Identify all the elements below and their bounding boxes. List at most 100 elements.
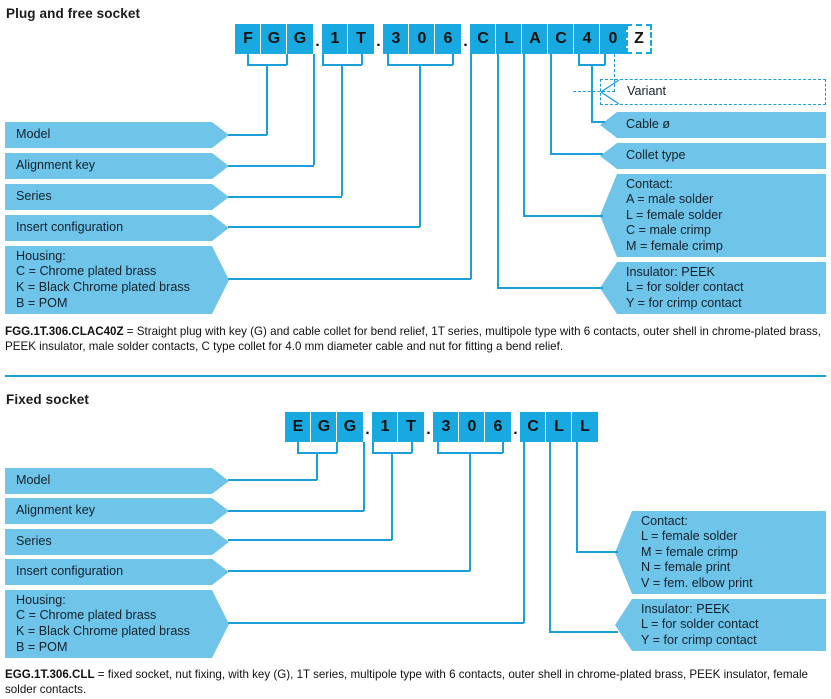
- code-separator: .: [511, 412, 520, 442]
- label-alignment-key: Alignment key: [5, 498, 229, 524]
- connector: [469, 452, 471, 571]
- code-group-suffix: C L A C 4 0: [470, 24, 626, 54]
- label-text: Series: [16, 534, 52, 549]
- code-char: 1: [372, 412, 398, 442]
- connector: [228, 278, 471, 280]
- code-char: T: [398, 412, 424, 442]
- code-group-suffix: C L L: [520, 412, 598, 442]
- connector: [502, 442, 504, 453]
- code-char: G: [261, 24, 287, 54]
- code-char: 0: [600, 24, 626, 54]
- label-text: Contact: A = male solder L = female sold…: [626, 176, 723, 253]
- label-text: Model: [16, 473, 51, 488]
- label-text: Insert configuration: [16, 220, 124, 235]
- label-variant: Variant: [600, 79, 826, 105]
- code-group-model: E G G: [285, 412, 363, 442]
- label-cable-diameter: Cable ø: [600, 112, 826, 138]
- notch-icon: [601, 80, 619, 104]
- connector: [316, 452, 318, 480]
- section-divider: [5, 375, 826, 377]
- connector: [228, 622, 524, 624]
- code-char: F: [235, 24, 261, 54]
- caption-code: EGG.1T.306.CLL: [5, 668, 95, 681]
- label-text: Insulator: PEEK L = for solder contact Y…: [641, 601, 759, 647]
- label-text: Cable ø: [626, 117, 671, 132]
- code-group-model: F G G: [235, 24, 313, 54]
- connector: [523, 215, 603, 217]
- connector: [437, 442, 439, 453]
- label-text: Alignment key: [16, 503, 96, 518]
- code-separator: .: [424, 412, 433, 442]
- label-model: Model: [5, 122, 229, 148]
- caption-text: = fixed socket, nut fixing, with key (G)…: [5, 668, 809, 696]
- connector: [411, 442, 413, 453]
- connector: [452, 54, 454, 65]
- label-text: Insert configuration: [16, 564, 124, 579]
- caption-fixed-socket: EGG.1T.306.CLL = fixed socket, nut fixin…: [5, 668, 830, 697]
- connector: [228, 196, 342, 198]
- code-char: 0: [459, 412, 485, 442]
- connector: [228, 165, 314, 167]
- connector: [391, 452, 393, 540]
- connector: [363, 442, 365, 511]
- label-contact: Contact: L = female solder M = female cr…: [615, 511, 826, 594]
- connector: [591, 64, 593, 122]
- connector-dashed: [614, 54, 615, 92]
- connector: [228, 134, 267, 136]
- code-separator: .: [461, 24, 470, 54]
- code-char-variant: Z: [626, 24, 652, 54]
- label-insert-configuration: Insert configuration: [5, 215, 229, 241]
- connector-dashed: [573, 91, 615, 92]
- code-char: C: [520, 412, 546, 442]
- label-collet-type: Collet type: [600, 143, 826, 169]
- label-alignment-key: Alignment key: [5, 153, 229, 179]
- label-housing: Housing: C = Chrome plated brass K = Bla…: [5, 246, 229, 314]
- connector: [313, 54, 315, 165]
- connector: [604, 54, 606, 65]
- part-code-fixed-socket: E G G . 1 T . 3 0 6 . C L L: [285, 412, 598, 442]
- code-char: E: [285, 412, 311, 442]
- code-separator: .: [313, 24, 322, 54]
- label-model: Model: [5, 468, 229, 494]
- label-housing: Housing: C = Chrome plated brass K = Bla…: [5, 590, 229, 658]
- connector: [550, 153, 603, 155]
- connector: [497, 54, 499, 288]
- code-char: 3: [433, 412, 459, 442]
- code-separator: .: [374, 24, 383, 54]
- code-char: L: [496, 24, 522, 54]
- code-char: 6: [435, 24, 461, 54]
- connector: [266, 64, 268, 135]
- connector: [387, 54, 389, 65]
- code-group-insert: 3 0 6: [433, 412, 511, 442]
- connector: [470, 54, 472, 279]
- label-text: Variant: [627, 84, 666, 99]
- part-code-plug: F G G . 1 T . 3 0 6 . C L A C 4 0 Z: [235, 24, 652, 54]
- label-insulator: Insulator: PEEK L = for solder contact Y…: [615, 599, 826, 651]
- connector: [228, 510, 364, 512]
- label-text: Series: [16, 189, 52, 204]
- connector: [576, 442, 578, 552]
- connector: [372, 442, 374, 453]
- code-group-series: 1 T: [372, 412, 424, 442]
- code-group-series: 1 T: [322, 24, 374, 54]
- connector: [591, 121, 605, 123]
- caption-plug: FGG.1T.306.CLAC40Z = Straight plug with …: [5, 325, 830, 354]
- connector: [228, 539, 392, 541]
- connector: [497, 287, 603, 289]
- connector: [247, 54, 249, 65]
- code-char: 4: [574, 24, 600, 54]
- code-group-insert: 3 0 6: [383, 24, 461, 54]
- connector: [297, 442, 299, 453]
- connector: [550, 54, 552, 154]
- code-char: L: [546, 412, 572, 442]
- label-text: Housing: C = Chrome plated brass K = Bla…: [16, 248, 190, 310]
- label-text: Housing: C = Chrome plated brass K = Bla…: [16, 592, 190, 654]
- connector: [341, 64, 343, 196]
- code-char: G: [287, 24, 313, 54]
- connector: [228, 570, 470, 572]
- code-char: 3: [383, 24, 409, 54]
- label-insulator: Insulator: PEEK L = for solder contact Y…: [600, 262, 826, 314]
- connector: [549, 442, 551, 632]
- connector: [361, 54, 363, 65]
- code-char: L: [572, 412, 598, 442]
